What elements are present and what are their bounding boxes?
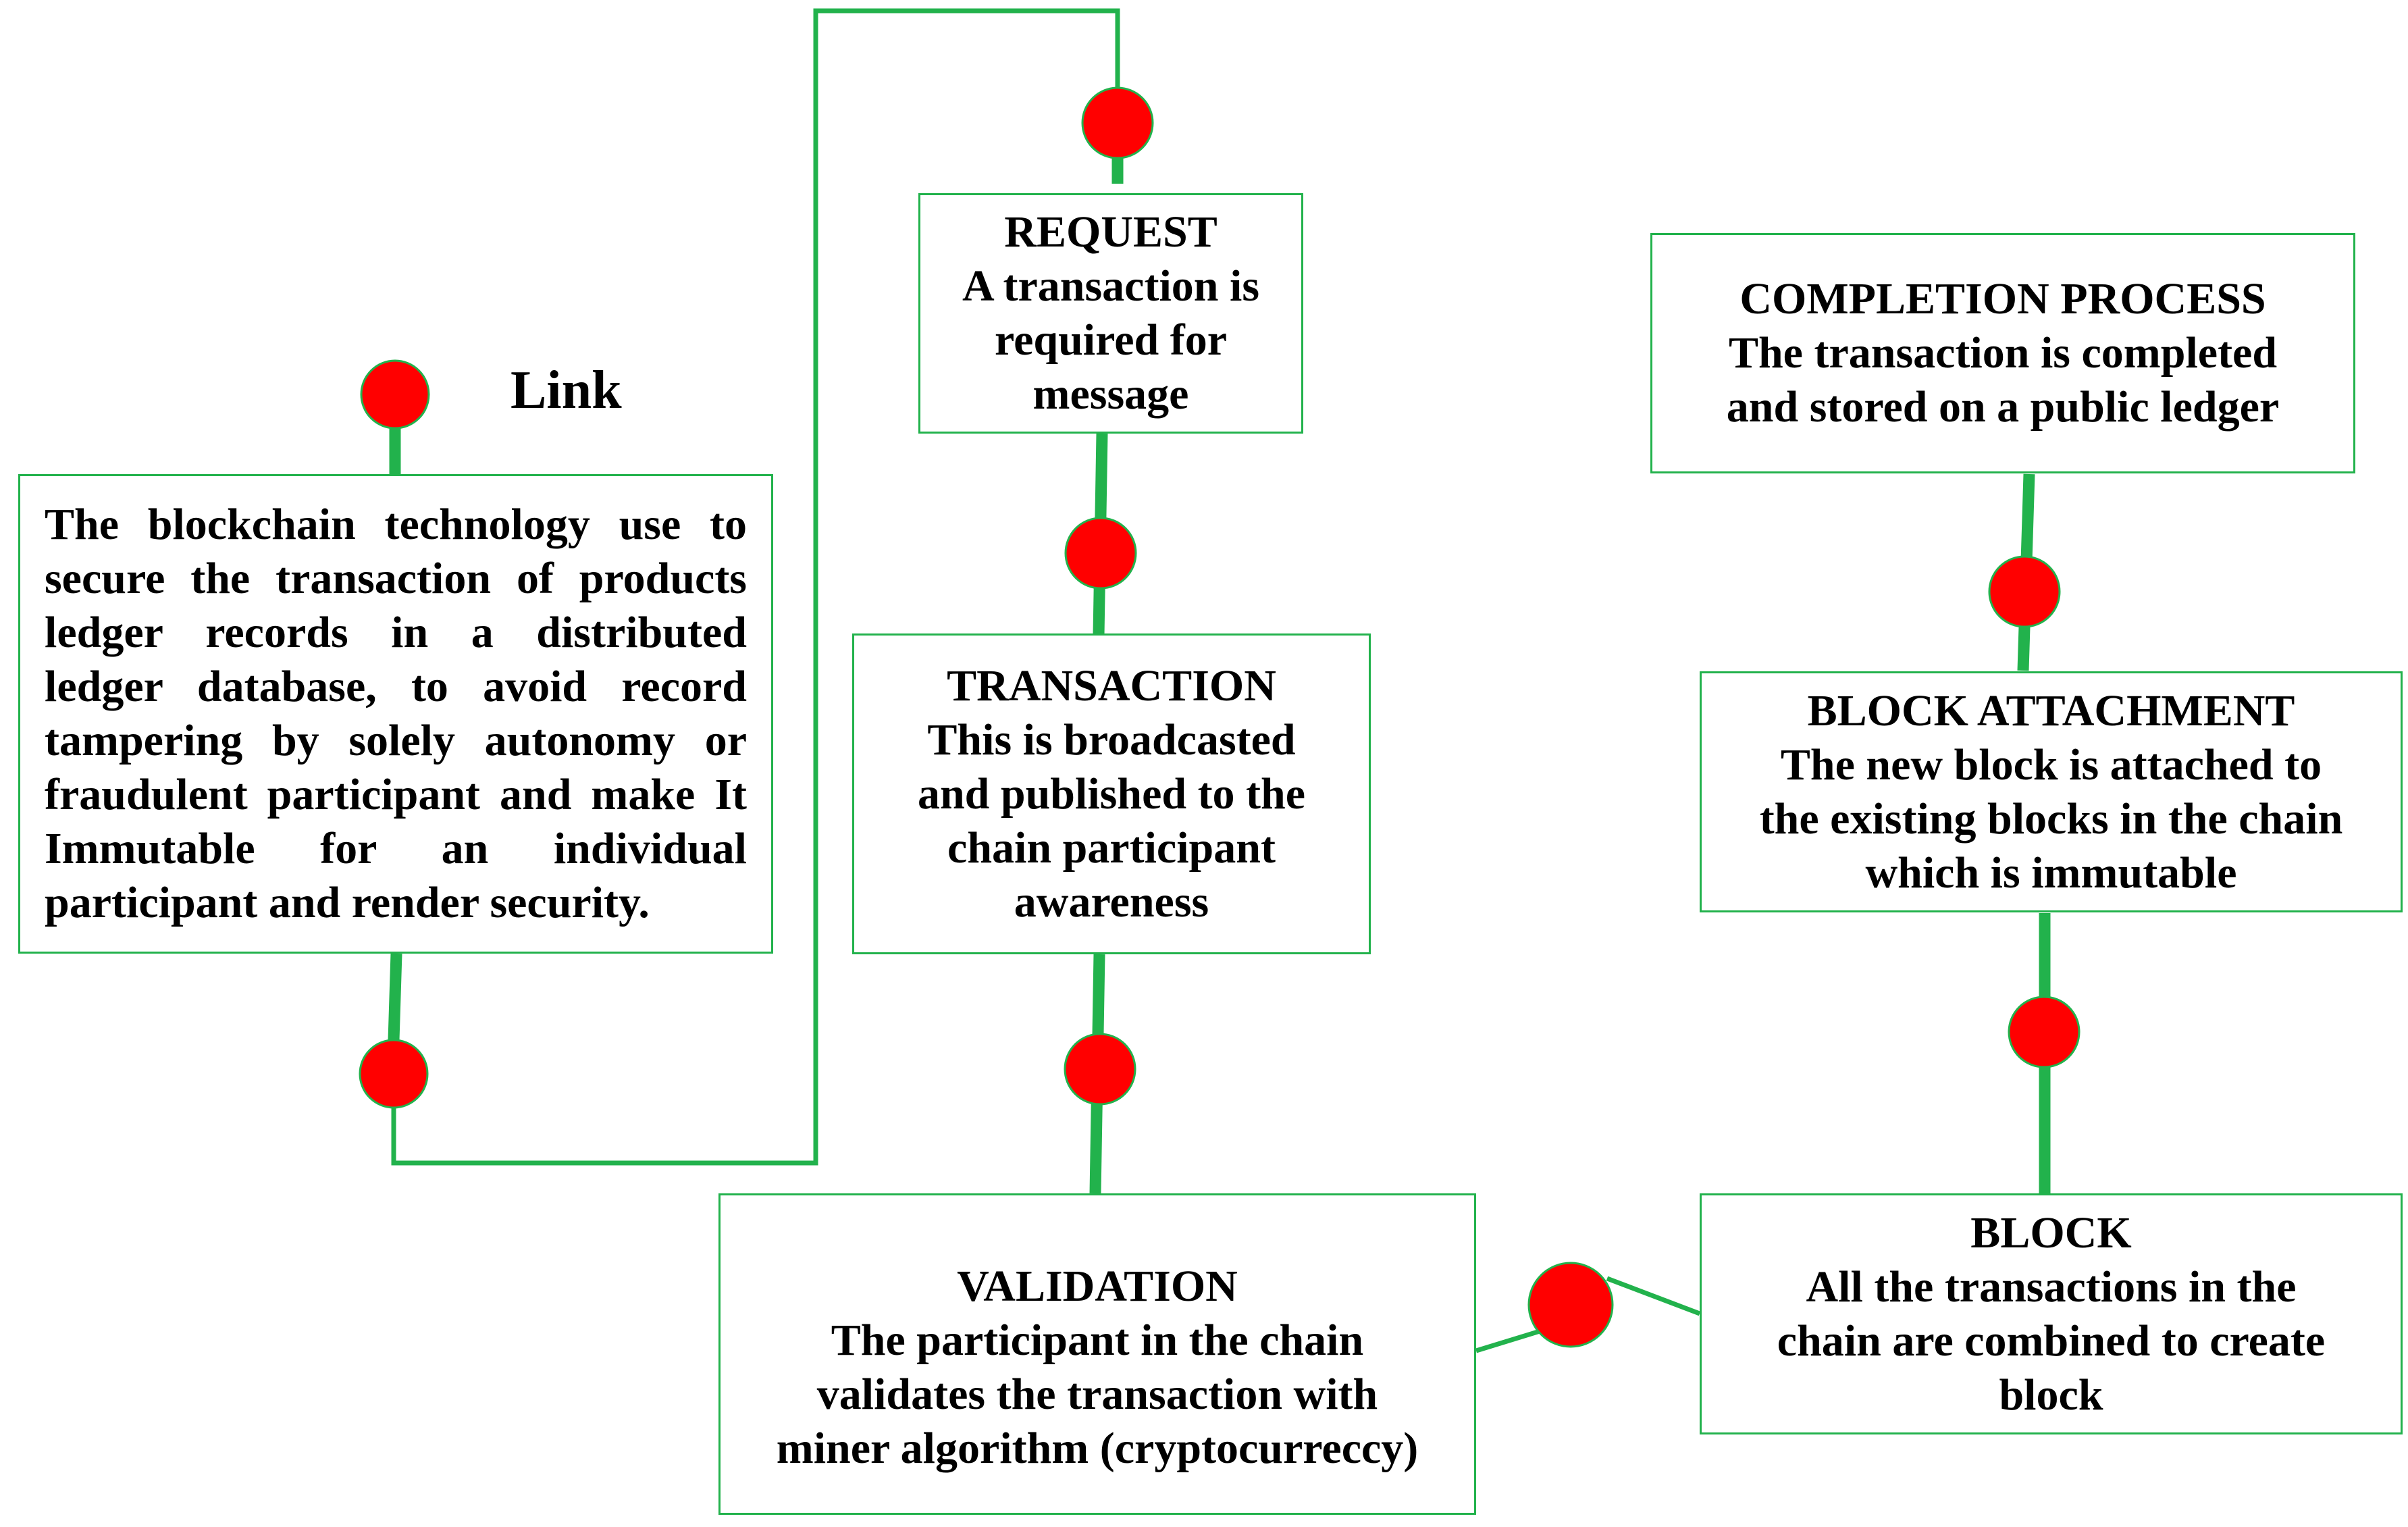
node-transaction-validation — [1064, 1033, 1136, 1106]
connector-intro-bottom — [388, 953, 402, 1041]
connector-node-block — [1606, 1276, 1701, 1316]
node-block-attachment — [2008, 995, 2080, 1068]
attachment-line: the existing blocks in the chain — [1759, 794, 2343, 844]
block-title: BLOCK — [1970, 1208, 2132, 1258]
attachment-title: BLOCK ATTACHMENT — [1807, 685, 2295, 735]
validation-line: miner algorithm (cryptocurreccy) — [776, 1424, 1419, 1473]
intro-text: The blockchain technology use to secure … — [45, 500, 747, 927]
transaction-line: chain participant — [947, 823, 1276, 873]
transaction-line: This is broadcasted — [927, 715, 1296, 765]
request-line: required for — [994, 315, 1228, 365]
completion-title: COMPLETION PROCESS — [1739, 274, 2266, 323]
node-link — [360, 359, 430, 430]
validation-line: validates the transaction with — [816, 1370, 1378, 1419]
node-attachment-completion — [1988, 555, 2061, 628]
attachment-line: which is immutable — [1865, 848, 2237, 898]
block-attachment-box: BLOCK ATTACHMENT The new block is attach… — [1700, 671, 2403, 912]
completion-box: COMPLETION PROCESS The transaction is co… — [1650, 233, 2355, 473]
transaction-box: TRANSACTION This is broadcasted and publ… — [852, 633, 1371, 954]
intro-box: The blockchain technology use to secure … — [18, 474, 773, 954]
transaction-line: and published to the — [917, 769, 1306, 819]
link-label: Link — [511, 361, 622, 420]
node-intro-bottom — [359, 1039, 429, 1109]
link-loop-line — [391, 8, 1120, 1166]
request-line: A transaction is — [962, 261, 1260, 311]
node-validation-block — [1527, 1262, 1614, 1348]
transaction-line: awareness — [1014, 877, 1209, 927]
node-request-transaction — [1064, 517, 1137, 590]
completion-line: The transaction is completed — [1728, 328, 2278, 378]
request-line: message — [1032, 369, 1189, 419]
attachment-line: The new block is attached to — [1780, 740, 2322, 790]
node-request-top — [1081, 86, 1154, 159]
validation-title: VALIDATION — [957, 1262, 1238, 1311]
request-box: REQUEST A transaction is required for me… — [918, 193, 1303, 434]
transaction-title: TRANSACTION — [947, 661, 1276, 710]
block-line: block — [1999, 1370, 2103, 1420]
block-line: All the transactions in the — [1806, 1262, 2297, 1312]
completion-line: and stored on a public ledger — [1726, 382, 2280, 432]
block-box: BLOCK All the transactions in the chain … — [1700, 1193, 2403, 1434]
validation-box: VALIDATION The participant in the chain … — [718, 1193, 1476, 1515]
validation-line: The participant in the chain — [831, 1316, 1364, 1365]
block-line: chain are combined to create — [1777, 1316, 2326, 1366]
request-title: REQUEST — [1004, 207, 1218, 257]
